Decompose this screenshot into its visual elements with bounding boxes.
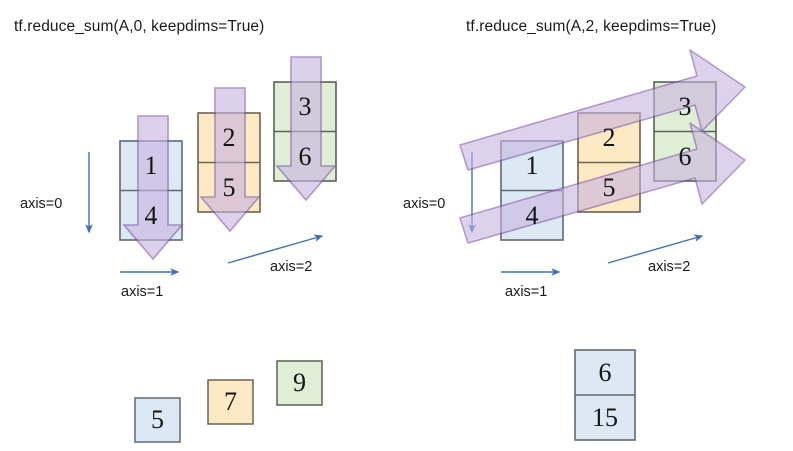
left-axis0-label: axis=0 <box>20 196 63 212</box>
left-axis2-label: axis=2 <box>270 259 313 275</box>
left-axis1-label: axis=1 <box>121 284 164 300</box>
right-result-value: 15 <box>592 402 618 432</box>
right-reduce-arrow-top <box>459 49 746 171</box>
right-axis0-label: axis=0 <box>403 196 446 212</box>
left-slice-green <box>273 81 337 182</box>
left-result-green <box>276 360 323 406</box>
right-cell-value: 2 <box>602 123 616 152</box>
right-axis1-label: axis=1 <box>505 284 548 300</box>
left-result-value: 5 <box>151 405 164 434</box>
left-slice-yellow <box>197 112 261 213</box>
left-reduce-arrow-yellow <box>199 87 261 233</box>
left-panel-title: tf.reduce_sum(A,0, keepdims=True) <box>14 18 265 35</box>
right-cell-value: 5 <box>602 172 616 202</box>
right-slice-green <box>653 81 717 182</box>
left-cell-value: 5 <box>222 172 236 202</box>
right-cell-value: 4 <box>525 200 539 230</box>
right-panel-title: tf.reduce_sum(A,2, keepdims=True) <box>466 18 717 35</box>
right-result-blue <box>574 349 636 441</box>
right-cell-value: 3 <box>678 92 692 121</box>
left-result-value: 9 <box>293 368 306 397</box>
left-reduce-arrow-green <box>275 56 337 202</box>
left-result-value: 7 <box>224 387 237 416</box>
left-result-yellow <box>207 379 254 425</box>
right-result-value: 6 <box>598 357 612 387</box>
left-cell-value: 6 <box>298 141 312 171</box>
right-reduce-arrow-bottom <box>459 122 746 244</box>
left-cell-value: 4 <box>144 200 158 230</box>
left-cell-value: 1 <box>144 151 158 180</box>
right-cell-value: 6 <box>678 141 692 171</box>
left-result-blue <box>134 397 181 443</box>
right-slice-blue <box>500 140 564 241</box>
right-axis2-label: axis=2 <box>648 259 691 275</box>
left-reduce-arrow-blue <box>122 115 184 261</box>
left-cell-value: 3 <box>298 92 312 121</box>
left-cell-value: 2 <box>222 123 236 152</box>
left-slice-blue <box>119 140 183 241</box>
right-slice-yellow <box>577 112 641 213</box>
right-cell-value: 1 <box>525 151 539 180</box>
